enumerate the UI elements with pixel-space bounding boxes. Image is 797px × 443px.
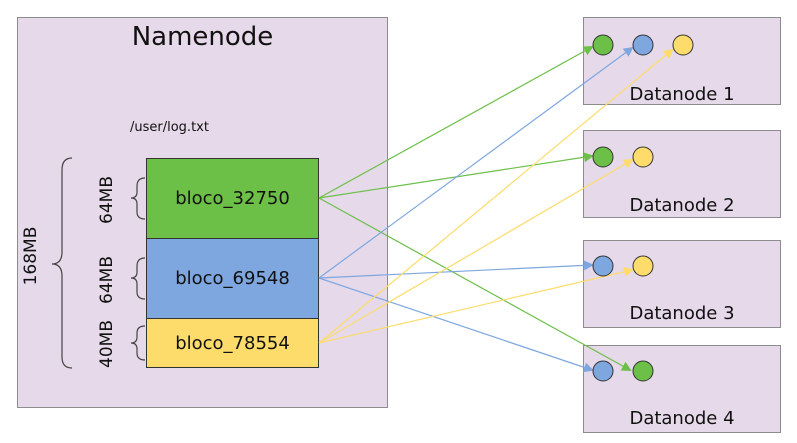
block-bloco-69548[interactable]: bloco_69548 <box>146 238 319 319</box>
replica-dot-green <box>592 146 614 168</box>
arrow-blue-dn4 <box>318 277 594 373</box>
arrow-yellow-dn3 <box>318 266 634 344</box>
replica-dot-blue <box>592 360 614 382</box>
block-label: bloco_69548 <box>175 268 290 289</box>
datanode-2-box <box>583 130 781 218</box>
datanode-4-label: Datanode 4 <box>629 408 735 429</box>
arrow-yellow-dn2 <box>318 158 634 344</box>
block-2-brace <box>130 257 146 300</box>
arrow-green-dn1 <box>318 46 594 199</box>
datanode-4-box <box>583 345 781 433</box>
namenode-title: Namenode <box>131 22 274 52</box>
block-label: bloco_78554 <box>175 332 290 354</box>
replica-dot-green <box>592 34 614 56</box>
datanode-1-label: Datanode 1 <box>629 84 735 105</box>
replica-dot-yellow <box>672 34 694 56</box>
block-label: bloco_32750 <box>175 188 290 209</box>
block-bloco-78554[interactable]: bloco_78554 <box>146 318 319 368</box>
total-size-brace <box>51 157 73 369</box>
datanode-3-label: Datanode 3 <box>629 303 735 324</box>
datanode-2-label: Datanode 2 <box>629 195 735 216</box>
arrow-green-dn4 <box>318 197 632 371</box>
replica-dot-blue <box>632 34 654 56</box>
arrow-blue-dn3 <box>318 260 594 279</box>
datanode-1-box <box>583 17 781 105</box>
arrow-yellow-dn1 <box>318 48 674 344</box>
datanode-3-box <box>583 240 781 328</box>
block-1-brace <box>130 177 146 220</box>
arrow-blue-dn1 <box>318 46 634 279</box>
block-3-brace <box>130 325 146 361</box>
replica-dot-blue <box>592 255 614 277</box>
replica-dot-yellow <box>632 146 654 168</box>
block-bloco-32750[interactable]: bloco_32750 <box>146 158 319 239</box>
file-path-label: /user/log.txt <box>130 120 209 135</box>
replica-dot-green <box>632 360 654 382</box>
replica-dot-yellow <box>632 255 654 277</box>
